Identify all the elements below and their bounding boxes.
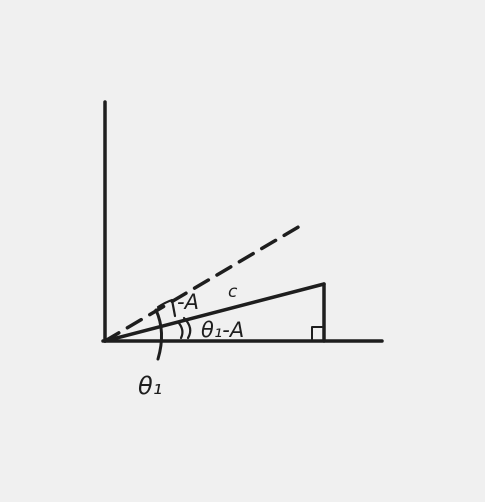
minus-a-angle-arc <box>156 298 177 318</box>
theta1-minus-a-arc-outer <box>182 316 192 340</box>
theta1-minus-a-arc-inner <box>176 320 184 340</box>
right-angle-marker <box>311 326 323 340</box>
dashed-reference-line <box>103 224 302 343</box>
hypotenuse-c <box>103 282 326 343</box>
side-c-label: c <box>228 282 238 302</box>
theta1-minus-a-label: θ₁-A <box>201 318 244 342</box>
theta1-label: θ₁ <box>138 372 162 400</box>
minus-a-label: -A <box>177 290 199 314</box>
theta1-angle-arc <box>154 308 163 361</box>
